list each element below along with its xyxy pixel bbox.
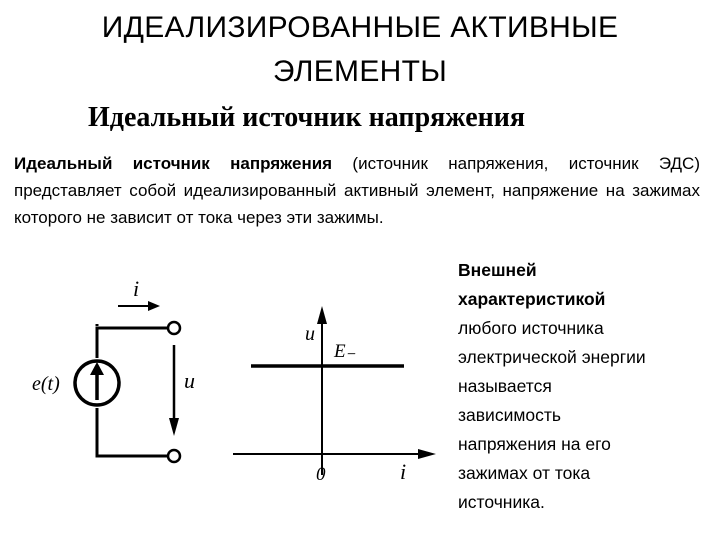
side-line-2: электрической энергии — [458, 347, 646, 367]
graph-y-arrow — [317, 306, 327, 324]
graph-y-label: u — [305, 323, 315, 345]
source-label: e(t) — [32, 373, 60, 395]
slide-title: ИДЕАЛИЗИРОВАННЫЕ АКТИВНЫЕ ЭЛЕМЕНТЫ — [0, 6, 720, 94]
subtitle: Идеальный источник напряжения — [88, 102, 526, 133]
terminal-top — [166, 320, 182, 336]
voltage-label: u — [184, 368, 195, 393]
voltage-source-circle — [73, 359, 121, 407]
side-line-6: зажимах от тока — [458, 463, 591, 483]
graph-x-label: i — [400, 459, 406, 484]
circuit-wire — [95, 326, 167, 358]
characteristic-graph — [233, 306, 436, 475]
current-arrow-head — [148, 301, 160, 311]
title-line-1: ИДЕАЛИЗИРОВАННЫЕ АКТИВНЫЕ — [101, 11, 619, 44]
source-arrow-head — [90, 362, 104, 375]
side-line-7: источника. — [458, 492, 545, 512]
graph-origin-label: 0 — [316, 464, 326, 485]
voltage-arrow-head — [169, 418, 179, 436]
title-line-2: ЭЛЕМЕНТЫ — [272, 55, 448, 88]
graph-line-label: E₋ — [333, 341, 356, 362]
side-bold-1: Внешней — [458, 260, 537, 280]
circuit-diagram — [73, 301, 182, 464]
side-line-5: напряжения на его — [458, 434, 611, 454]
side-line-3: называется — [458, 376, 552, 396]
circuit-wire-bottom — [95, 408, 167, 458]
side-bold-2: характеристикой — [458, 289, 606, 309]
graph-x-arrow — [418, 449, 436, 459]
side-line-4: зависимость — [458, 405, 562, 425]
current-label: i — [133, 276, 139, 301]
side-line-1: любого источника — [458, 318, 604, 338]
definition-term: Идеальный источник напряжения — [14, 154, 333, 173]
definition-paragraph: Идеальный источник напряжения (источник … — [14, 150, 700, 231]
side-note: Внешней характеристикой любого источника… — [458, 256, 713, 517]
terminal-bottom — [166, 448, 182, 464]
definition-text: (источник напряжения, источник ЭДС) пред… — [14, 154, 700, 227]
